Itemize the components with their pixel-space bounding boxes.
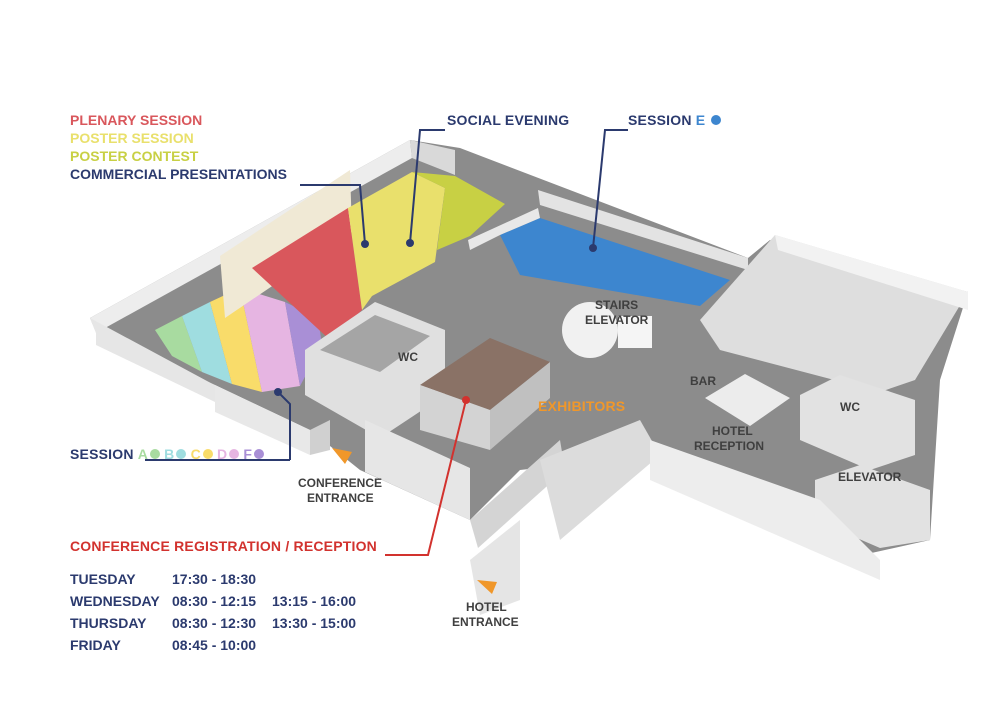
plenary-area [252,208,362,340]
schedule-row: FRIDAY 08:45 - 10:00 [70,634,356,656]
pointer-session-e [589,244,597,252]
session-f-letter: F [243,446,253,462]
schedule-row: THURSDAY 08:30 - 12:30 13:30 - 15:00 [70,612,356,634]
session-a-dot [150,449,161,459]
registration-schedule: TUESDAY 17:30 - 18:30 WEDNESDAY 08:30 - … [70,568,356,656]
schedule-row: TUESDAY 17:30 - 18:30 [70,568,356,590]
schedule-day: THURSDAY [70,615,147,631]
schedule-day: TUESDAY [70,571,136,587]
elevator-box [618,316,652,348]
hotel-entrance-label-2: ENTRANCE [452,615,519,629]
session-e-area [500,218,730,306]
session-e-label: SESSION E [628,112,722,128]
partition-wall [220,170,352,318]
wc-right-label: WC [840,400,860,414]
schedule-time-2: 13:15 - 16:00 [272,593,357,609]
exhibitors-label: EXHIBITORS [538,398,626,414]
leader-session-e [592,129,628,249]
left-lower-wall [215,385,310,455]
schedule-time-2: 13:30 - 15:00 [272,615,357,631]
conference-entrance-label-2: ENTRANCE [307,491,374,505]
hotel-corridor-wall [470,520,520,615]
schedule-time-1: 08:30 - 12:15 [172,593,257,609]
elevator-label: ELEVATOR [585,313,649,327]
session-e-dot [711,115,722,125]
session-e-back-wall [538,190,748,270]
leader-social [409,129,445,244]
session-a-area [155,316,202,372]
session-b-letter: B [164,446,175,462]
wc-right-block [800,375,915,470]
session-d-dot [229,449,240,459]
legend-poster-contest: POSTER CONTEST [70,148,199,164]
poster-session-area [348,172,445,310]
left-lower-wall-2 [310,420,330,455]
session-b-area [182,302,232,384]
outer-wall-back [410,140,455,175]
session-c-dot [202,449,213,459]
session-a-letter: A [137,446,149,462]
session-c-letter: C [190,446,201,462]
right-hall-wall [775,235,968,310]
session-f-dot [254,449,265,459]
pointer-commercial [361,240,369,248]
schedule-time-2 [272,568,356,590]
session-b-dot [176,449,187,459]
schedule-time-1: 08:45 - 10:00 [172,637,257,653]
right-long-wall [650,440,880,580]
legend-commercial: COMMERCIAL PRESENTATIONS [70,166,288,182]
sessions-af-prefix: SESSION [70,446,134,462]
session-d-letter: D [216,446,228,462]
poster-contest-area [412,172,505,250]
schedule-day: FRIDAY [70,637,121,653]
schedule-time-1: 17:30 - 18:30 [172,571,257,587]
schedule-time-1: 08:30 - 12:30 [172,615,257,631]
registration-title: CONFERENCE REGISTRATION / RECEPTION [70,538,377,554]
hotel-entrance-arrow [477,580,497,594]
leader-commercial [300,184,366,245]
schedule-time-2 [272,634,356,656]
schedule-row: WEDNESDAY 08:30 - 12:15 13:15 - 16:00 [70,590,356,612]
legend-poster-session: POSTER SESSION [70,130,194,146]
exhibitor-booth-top [420,338,550,410]
bar-label: BAR [690,374,716,388]
lower-wall-2 [470,440,565,548]
social-evening-label: SOCIAL EVENING [447,112,570,128]
stairs-shape [562,302,618,358]
session-c-area [210,288,262,392]
pointer-registration [462,396,470,404]
sessions-af-label: SESSION A B C D F [70,446,265,462]
session-e-prefix: SESSION [628,112,692,128]
bar-counter [705,374,790,426]
session-e-wall [468,208,540,250]
stairs-label: STAIRS [595,298,639,312]
leader-registration [385,399,467,556]
hotel-reception-label-1: HOTEL [712,424,753,438]
pointer-social [406,239,414,247]
wc-left-label: WC [398,350,418,364]
legend-plenary: PLENARY SESSION [70,112,203,128]
leader-sessions-af [277,391,291,460]
wc-left-floor [320,315,430,372]
conference-entrance-label-1: CONFERENCE [298,476,383,490]
schedule-day: WEDNESDAY [70,593,160,609]
left-wing-wall [90,318,220,402]
hotel-corridor-wall-2 [540,420,660,540]
exhibitor-booth-front [420,385,490,450]
elevator-right-label: ELEVATOR [838,470,902,484]
session-e-letter: E [695,112,706,128]
exhibitor-booth-side [490,362,550,450]
hotel-entrance-label-1: HOTEL [466,600,507,614]
lower-wall-1 [365,420,470,520]
session-d-area [240,288,300,392]
hotel-reception-label-2: RECEPTION [694,439,765,453]
conference-entrance-arrow [332,448,352,464]
pointer-sessions-af [274,388,282,396]
